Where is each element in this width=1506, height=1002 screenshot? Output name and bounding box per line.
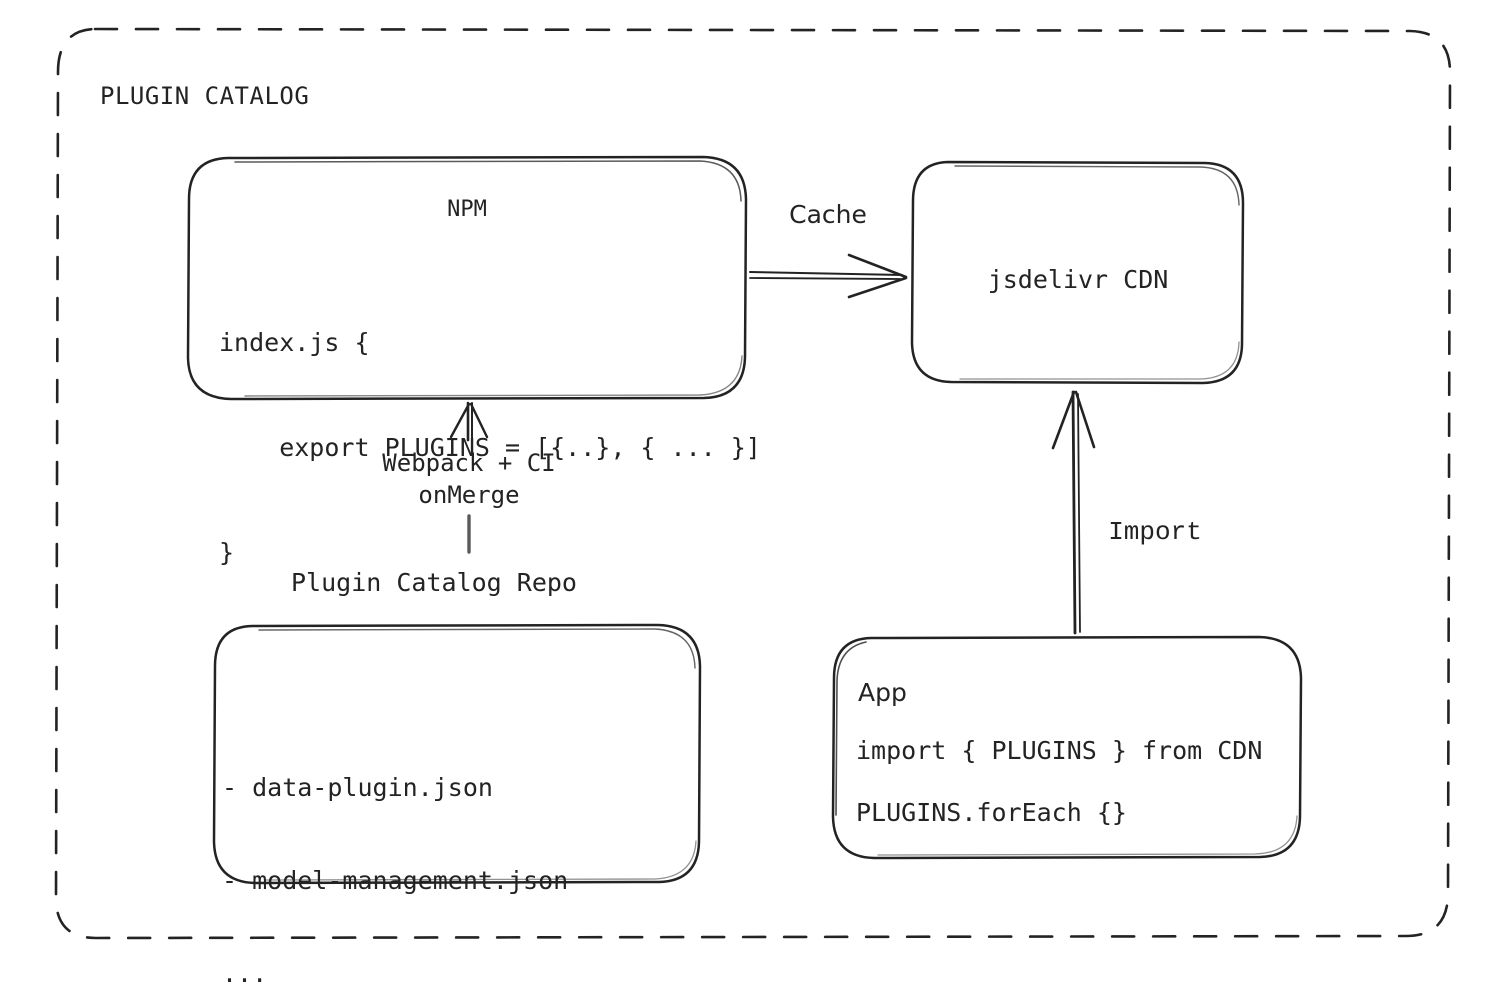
npm-box-title: NPM (447, 197, 487, 222)
npm-code-line-1: index.js { (219, 328, 370, 357)
app-box-outline (831, 635, 1303, 860)
repo-file-list: - data-plugin.json - model-management.js… (222, 710, 568, 1002)
cdn-box-title: jsdelivr CDN (987, 265, 1169, 294)
repo-file-line-3: ... (222, 959, 268, 988)
npm-code-line-2: export PLUGINS = [{..}, { ... }] (219, 433, 761, 462)
npm-box-outline (186, 155, 748, 401)
import-edge-label: Import (1108, 517, 1202, 547)
repo-caption: Plugin Catalog Repo (291, 568, 577, 597)
npm-code-line-3: } (219, 538, 235, 567)
cache-edge-label: Cache (789, 200, 867, 229)
build-arrow (449, 401, 489, 554)
repo-file-line-1: - data-plugin.json (222, 773, 493, 802)
repo-file-line-2: - model-management.json (222, 866, 569, 895)
app-code-line-1: import { PLUGINS } from CDN (856, 736, 1263, 765)
cdn-box-outline (910, 160, 1245, 385)
outer-dashed-container (54, 27, 1452, 940)
app-code-line-2: PLUGINS.forEach {} (856, 798, 1127, 827)
diagram-title: PLUGIN CATALOG (100, 82, 310, 110)
import-arrow (1051, 390, 1096, 635)
npm-code-block: index.js { export PLUGINS = [{..}, { ...… (219, 255, 761, 640)
repo-box-outline (212, 623, 702, 885)
app-box-title: App (858, 678, 907, 707)
cache-arrow (749, 253, 908, 299)
build-edge-label-line1: Webpack + CI (382, 449, 556, 477)
build-edge-label-line2: onMerge (418, 481, 520, 509)
